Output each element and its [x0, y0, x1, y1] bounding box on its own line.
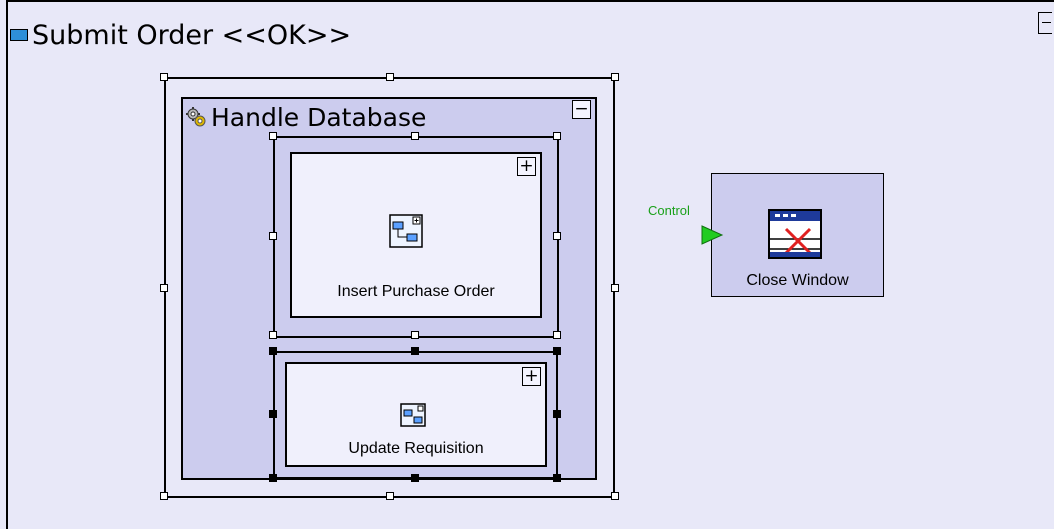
handle-database-label: Handle Database — [211, 102, 427, 132]
diagram-canvas — [6, 0, 1054, 529]
diagram-title: Submit Order <<OK>> — [32, 19, 352, 51]
resize-handle[interactable] — [611, 492, 619, 500]
resize-handle[interactable] — [269, 232, 277, 240]
subprocess-icon — [389, 214, 423, 248]
resize-handle[interactable] — [269, 132, 277, 140]
control-port-arrow-icon[interactable] — [700, 224, 724, 246]
gears-icon — [186, 107, 206, 127]
resize-handle[interactable] — [411, 132, 419, 140]
insert-purchase-order-node[interactable] — [290, 152, 542, 318]
update-req-expand-button[interactable]: + — [522, 367, 541, 386]
activity-icon — [10, 29, 28, 41]
resize-handle[interactable] — [269, 331, 277, 339]
resize-handle[interactable] — [411, 347, 419, 355]
handle-database-title: Handle Database — [185, 102, 426, 132]
resize-handle[interactable] — [386, 73, 394, 81]
resize-handle[interactable] — [553, 232, 561, 240]
close-window-icon — [768, 209, 822, 259]
update-requisition-label: Update Requisition — [348, 440, 484, 457]
resize-handle[interactable] — [269, 474, 277, 482]
resize-handle[interactable] — [553, 347, 561, 355]
resize-handle[interactable] — [411, 331, 419, 339]
resize-handle[interactable] — [553, 132, 561, 140]
resize-handle[interactable] — [611, 284, 619, 292]
resize-handle[interactable] — [269, 410, 277, 418]
insert-purchase-order-label: Insert Purchase Order — [337, 283, 495, 300]
insert-po-expand-button[interactable]: + — [517, 157, 536, 176]
resize-handle[interactable] — [553, 410, 561, 418]
subprocess-icon — [400, 403, 426, 427]
handle-database-collapse-button[interactable]: − — [572, 100, 591, 119]
resize-handle[interactable] — [386, 492, 394, 500]
resize-handle[interactable] — [611, 73, 619, 81]
resize-handle[interactable] — [160, 284, 168, 292]
close-window-label: Close Window — [746, 272, 849, 289]
collapse-corner-button[interactable] — [1038, 12, 1052, 34]
resize-handle[interactable] — [160, 73, 168, 81]
control-port-label: Control — [648, 203, 690, 218]
resize-handle[interactable] — [553, 331, 561, 339]
resize-handle[interactable] — [411, 474, 419, 482]
diagram-title-row: Submit Order <<OK>> — [10, 15, 351, 55]
resize-handle[interactable] — [160, 492, 168, 500]
resize-handle[interactable] — [553, 474, 561, 482]
resize-handle[interactable] — [269, 347, 277, 355]
